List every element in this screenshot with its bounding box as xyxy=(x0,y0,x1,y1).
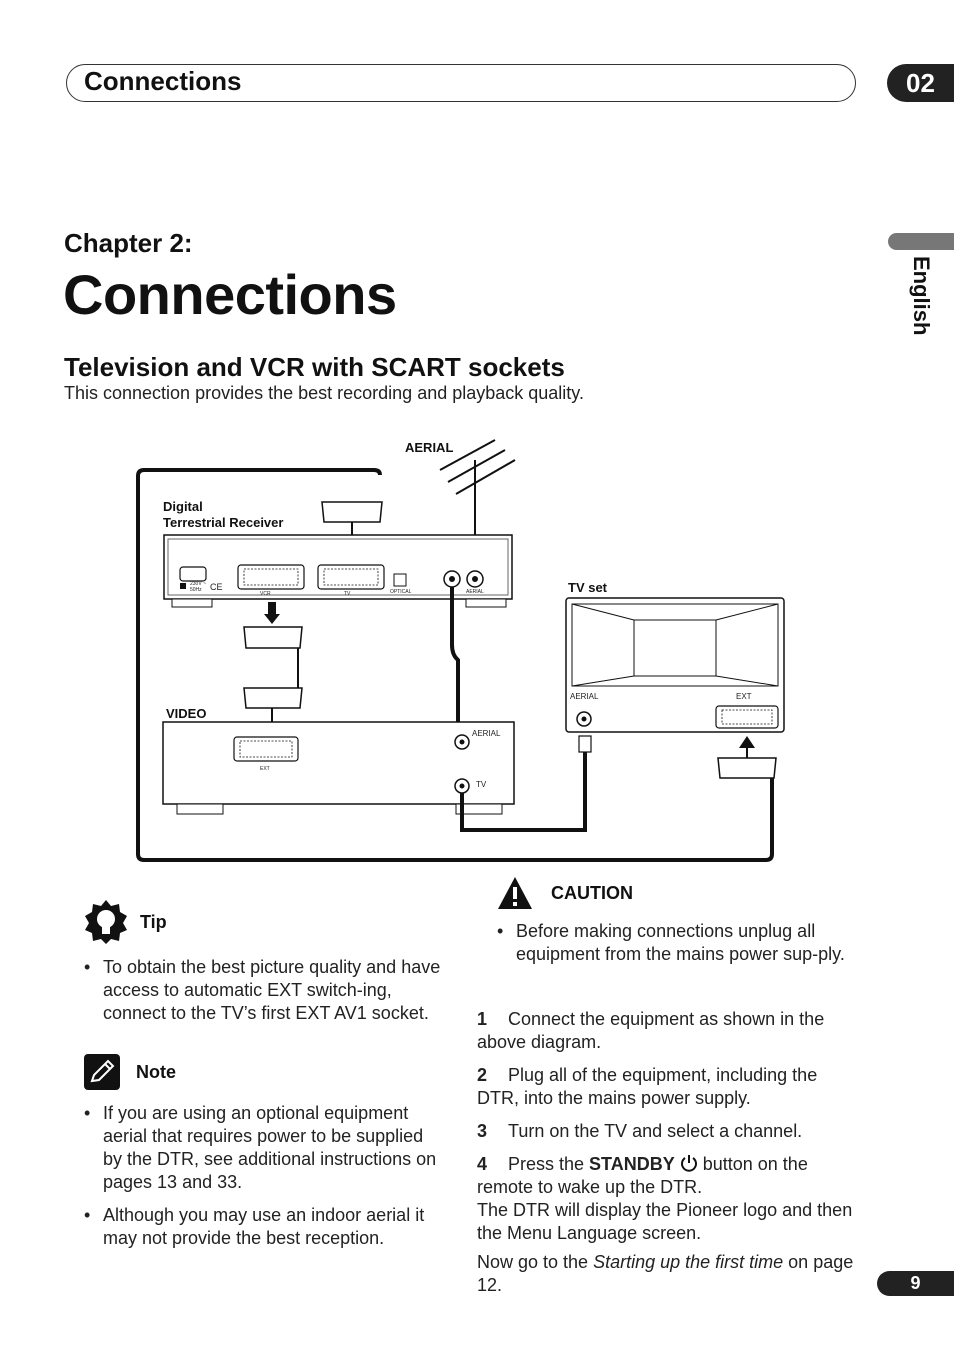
receiver-vcr-scart-socket xyxy=(237,564,305,590)
receiver-tv-scart-socket xyxy=(317,564,385,590)
caution-header: CAUTION xyxy=(497,876,857,910)
note-section: Note If you are using an optional equipm… xyxy=(84,1054,444,1260)
receiver-power-label-1: 230V ~ xyxy=(190,581,206,587)
caution-section: CAUTION Before making connections unplug… xyxy=(477,876,857,976)
step-text: Connect the equipment as shown in the ab… xyxy=(477,1009,825,1052)
tv-ext-label: EXT xyxy=(736,692,752,701)
tip-section: Tip To obtain the best picture quality a… xyxy=(84,900,444,1035)
step-text: Turn on the TV and select a channel. xyxy=(508,1121,803,1141)
standby-button-label: STANDBY xyxy=(589,1154,675,1174)
step-text: button on the remote to wake up the DTR. xyxy=(477,1154,808,1197)
vcr-ext-label: EXT xyxy=(260,766,270,772)
page-number: 9 xyxy=(877,1271,954,1296)
cross-reference-link: Starting up the first time xyxy=(593,1252,784,1272)
video-recorder: EXT AERIAL TV xyxy=(162,721,515,815)
closing-suffix: on page 12. xyxy=(477,1252,854,1295)
receiver-tv-label: TV xyxy=(344,591,351,597)
receiver-aerial-label: AERIAL xyxy=(466,589,484,595)
step-3: 3 Turn on the TV and select a channel. xyxy=(477,1120,857,1143)
note-title: Note xyxy=(136,1061,176,1082)
digital-receiver: 230V ~ 50Hz CE VCR TV OPTICAL AERIAL xyxy=(163,534,513,608)
step-4-detail: The DTR will display the Pioneer logo an… xyxy=(477,1200,853,1243)
step-text: Plug all of the equipment, including the… xyxy=(477,1065,818,1108)
tv-aerial-label: AERIAL xyxy=(570,692,599,701)
connection-diagram: AERIAL Digital Terrestrial Receiver 230V… xyxy=(136,439,785,862)
ce-mark: CE xyxy=(210,582,223,592)
note-item: If you are using an optional equipment a… xyxy=(84,1102,444,1194)
receiver-label-line1: Digital xyxy=(163,499,203,514)
vcr-ext-scart-socket xyxy=(233,736,299,762)
caution-item: Before making connections unplug all equ… xyxy=(497,920,857,966)
step-4: 4 Press the STANDBY button on the remote … xyxy=(477,1153,857,1245)
receiver-vcr-label: VCR xyxy=(260,591,271,597)
header-title: Connections xyxy=(84,66,242,96)
vcr-tv-label: TV xyxy=(476,780,487,789)
chapter-number-badge: 02 xyxy=(887,64,954,102)
closing-instruction: Now go to the Starting up the first time… xyxy=(477,1251,857,1297)
tip-title: Tip xyxy=(140,911,167,932)
aerial-label: AERIAL xyxy=(405,440,453,455)
pencil-note-icon xyxy=(84,1054,120,1090)
page-title: Connections xyxy=(63,263,397,326)
vcr-aerial-label: AERIAL xyxy=(472,729,501,738)
lightbulb-icon xyxy=(85,900,127,944)
step-number: 2 xyxy=(477,1065,488,1085)
power-socket-icon xyxy=(179,566,207,582)
warning-triangle-icon xyxy=(498,877,532,909)
receiver-label-line2: Terrestrial Receiver xyxy=(163,515,283,530)
receiver-power-label-2: 50Hz xyxy=(190,587,202,593)
language-tab xyxy=(888,233,954,250)
step-number: 4 xyxy=(477,1154,488,1174)
scart-cable-tv xyxy=(136,468,774,862)
section-intro: This connection provides the best record… xyxy=(64,383,584,403)
receiver-optical-label: OPTICAL xyxy=(390,589,412,595)
tv-label: TV set xyxy=(568,580,608,595)
step-number: 3 xyxy=(477,1121,488,1141)
scart-plug-icon xyxy=(717,736,777,779)
tv-ext-scart-socket xyxy=(715,705,779,729)
closing-prefix: Now go to the xyxy=(477,1252,594,1272)
note-header: Note xyxy=(84,1054,444,1090)
tip-item: To obtain the best picture quality and h… xyxy=(84,956,444,1025)
caution-title: CAUTION xyxy=(551,882,633,903)
language-label: English xyxy=(909,256,934,336)
step-text: Press the xyxy=(508,1154,590,1174)
step-number: 1 xyxy=(477,1009,488,1029)
tip-header: Tip xyxy=(84,900,444,944)
scart-plug-icon xyxy=(243,602,303,734)
tv-set: AERIAL EXT xyxy=(565,597,785,733)
header-bar xyxy=(66,64,856,102)
note-item: Although you may use an indoor aerial it… xyxy=(84,1204,444,1250)
chapter-label: Chapter 2: xyxy=(64,228,193,258)
section-title: Television and VCR with SCART sockets xyxy=(64,352,565,382)
power-icon xyxy=(680,1155,697,1172)
video-label: VIDEO xyxy=(166,706,206,721)
